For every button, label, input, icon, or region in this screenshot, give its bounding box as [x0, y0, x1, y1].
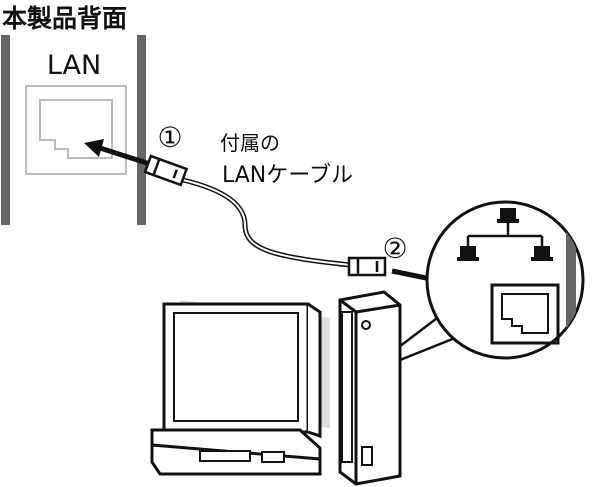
- lan-cable: [182, 177, 351, 268]
- arrow-to-device-port: [84, 139, 151, 167]
- port-label: LAN: [47, 50, 101, 81]
- cable-connector-2: [347, 256, 387, 277]
- network-hub-icon: [457, 208, 553, 261]
- keyboard-icon: [150, 428, 322, 476]
- device-back-label: 本製品背面: [2, 4, 127, 33]
- monitor-icon: [162, 300, 330, 446]
- rj45-port-icon: [25, 85, 127, 175]
- cable-connector-1: [143, 154, 189, 187]
- device-back-panel: [1, 35, 146, 225]
- step1-marker: ①: [157, 121, 182, 154]
- cable-label-line2: LANケーブル: [222, 163, 353, 188]
- cable-label-line1: 付属の: [220, 131, 280, 155]
- pc-tower-icon: [338, 290, 402, 486]
- rj45-port-icon: [490, 283, 560, 345]
- step2-marker: ②: [382, 232, 407, 265]
- zoom-callout: [394, 200, 585, 362]
